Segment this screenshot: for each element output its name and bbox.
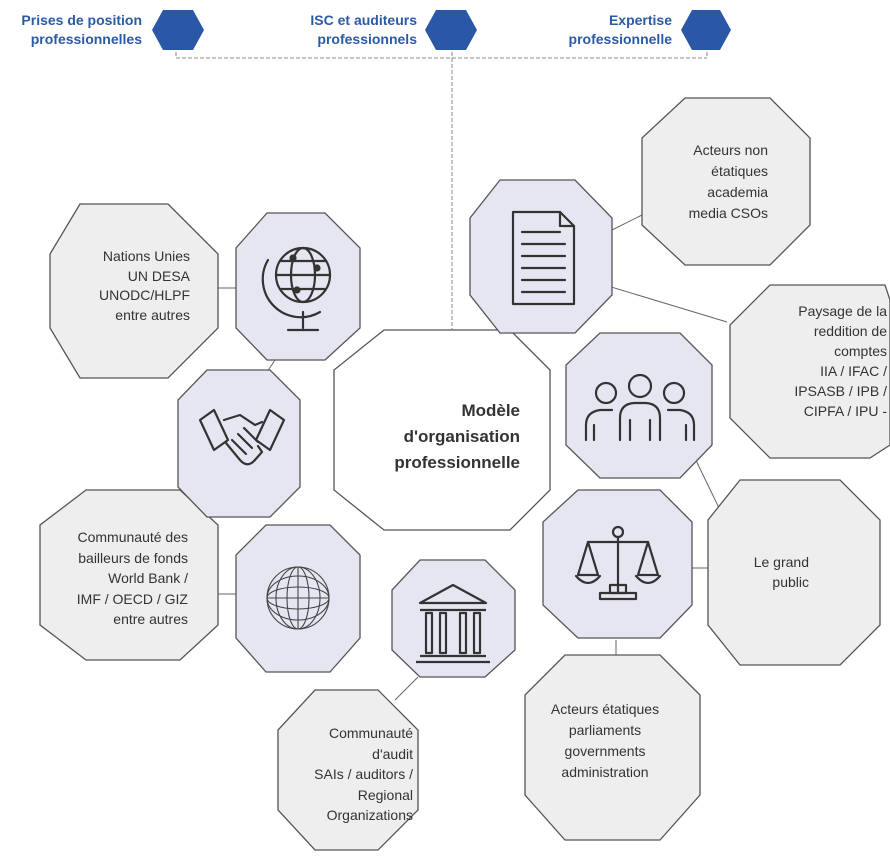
center-line-2: d'organisation <box>403 427 520 446</box>
stakeholder-nonstate-line: étatiques <box>711 163 768 179</box>
stakeholder-donors-line: entre autres <box>113 611 188 627</box>
header-item-1-line2: professionnelles <box>30 31 142 47</box>
header-item-1: Prises de position professionnelles <box>21 11 142 49</box>
handshake-icon <box>198 408 286 466</box>
icon-handshake-shape <box>177 369 301 518</box>
stakeholder-accounting-line: IIA / IFAC / <box>820 363 887 379</box>
stakeholder-public-line: public <box>772 574 809 590</box>
stakeholder-un-line: Nations Unies <box>102 248 190 264</box>
stakeholder-audit-line: Regional <box>357 786 413 803</box>
icon-globe-shape <box>235 212 361 361</box>
stakeholder-state: Acteurs étatiques parliaments government… <box>530 699 680 783</box>
stakeholder-nonstate-shape <box>641 97 811 266</box>
stakeholder-audit-line: Communauté <box>328 725 413 741</box>
header-hexagon-1 <box>152 10 204 50</box>
stakeholder-nonstate-line: media CSOs <box>688 205 768 221</box>
header-hexagons <box>152 10 731 50</box>
stakeholder-accounting-shape <box>729 284 890 459</box>
header-item-2: ISC et auditeurs professionnels <box>310 11 417 49</box>
stakeholder-accounting-line: CIPFA / IPU - <box>803 403 887 419</box>
stakeholder-state-line: administration <box>561 764 649 780</box>
stakeholder-accounting-line: comptes <box>834 343 887 359</box>
header-hexagon-2 <box>425 10 477 50</box>
stakeholder-un: Nations Unies UN DESA UNODC/HLPF entre a… <box>99 247 190 325</box>
stakeholder-donors-line: IMF / OECD / GIZ <box>76 590 188 607</box>
stakeholder-public-line: Le grand <box>753 554 809 570</box>
stakeholder-state-shape <box>524 654 701 841</box>
stakeholder-state-line: Acteurs étatiques <box>550 701 660 717</box>
icon-shapes <box>177 179 713 678</box>
header-item-3-line1: Expertise <box>608 12 672 28</box>
stakeholder-audit-line: Organizations <box>326 807 413 823</box>
stakeholder-nonstate: Acteurs non étatiques academia media CSO… <box>689 140 768 224</box>
wireframe-globe-icon <box>266 566 330 630</box>
stakeholder-accounting-line: IPSASB / IPB / <box>794 383 887 399</box>
header-item-2-line1: ISC et auditeurs <box>310 12 417 28</box>
stakeholder-nonstate-line: Acteurs non <box>693 142 768 158</box>
stakeholder-nonstate-line: academia <box>707 184 768 200</box>
stakeholder-public-shape <box>707 479 881 666</box>
stakeholder-audit-line: d'audit <box>372 745 413 762</box>
stakeholder-donors-line: bailleurs de fonds <box>78 549 188 566</box>
stakeholder-donors: Communauté des bailleurs de fonds World … <box>77 527 188 630</box>
stakeholder-un-line: UNODC/HLPF <box>98 287 190 303</box>
header-item-3-line2: professionnelle <box>568 31 672 47</box>
institution-building-icon <box>416 583 490 664</box>
header-item-3: Expertise professionnelle <box>569 11 672 49</box>
header-item-2-line2: professionnels <box>317 31 417 47</box>
center-shape <box>333 329 551 531</box>
center-line-3: professionnelle <box>394 453 520 472</box>
stakeholder-state-line: governments <box>564 743 646 759</box>
stakeholder-audit-shape <box>277 689 419 851</box>
stakeholder-public: Le grand public <box>754 552 809 592</box>
stakeholder-state-line: parliaments <box>568 722 642 738</box>
document-icon <box>511 210 576 306</box>
scales-icon <box>574 525 662 601</box>
stakeholder-un-shape <box>49 203 219 379</box>
stakeholder-un-line: entre autres <box>115 306 190 323</box>
header-item-1-line1: Prises de position <box>21 12 142 28</box>
stakeholder-donors-line: World Bank / <box>108 570 188 586</box>
center-label: Modèle d'organisation professionnelle <box>394 398 520 476</box>
icon-building-shape <box>391 559 516 678</box>
stakeholder-donors-line: Communauté des <box>77 529 188 545</box>
stakeholder-audit: Communauté d'audit SAIs / auditors / Reg… <box>314 723 413 826</box>
stakeholder-accounting-line: Paysage de la <box>798 303 887 319</box>
stakeholder-audit-line: SAIs / auditors / <box>314 766 413 782</box>
stakeholder-shapes <box>39 97 890 851</box>
center-line-1: Modèle <box>461 401 520 420</box>
icon-people-shape <box>565 332 713 479</box>
header-hexagon-3 <box>681 10 731 50</box>
stakeholder-accounting: Paysage de la reddition de comptes IIA /… <box>794 301 887 421</box>
people-group-icon <box>584 373 696 442</box>
globe-stand-icon <box>261 246 332 332</box>
stakeholder-un-line: UN DESA <box>127 267 190 284</box>
stakeholder-accounting-line: reddition de <box>813 323 887 339</box>
